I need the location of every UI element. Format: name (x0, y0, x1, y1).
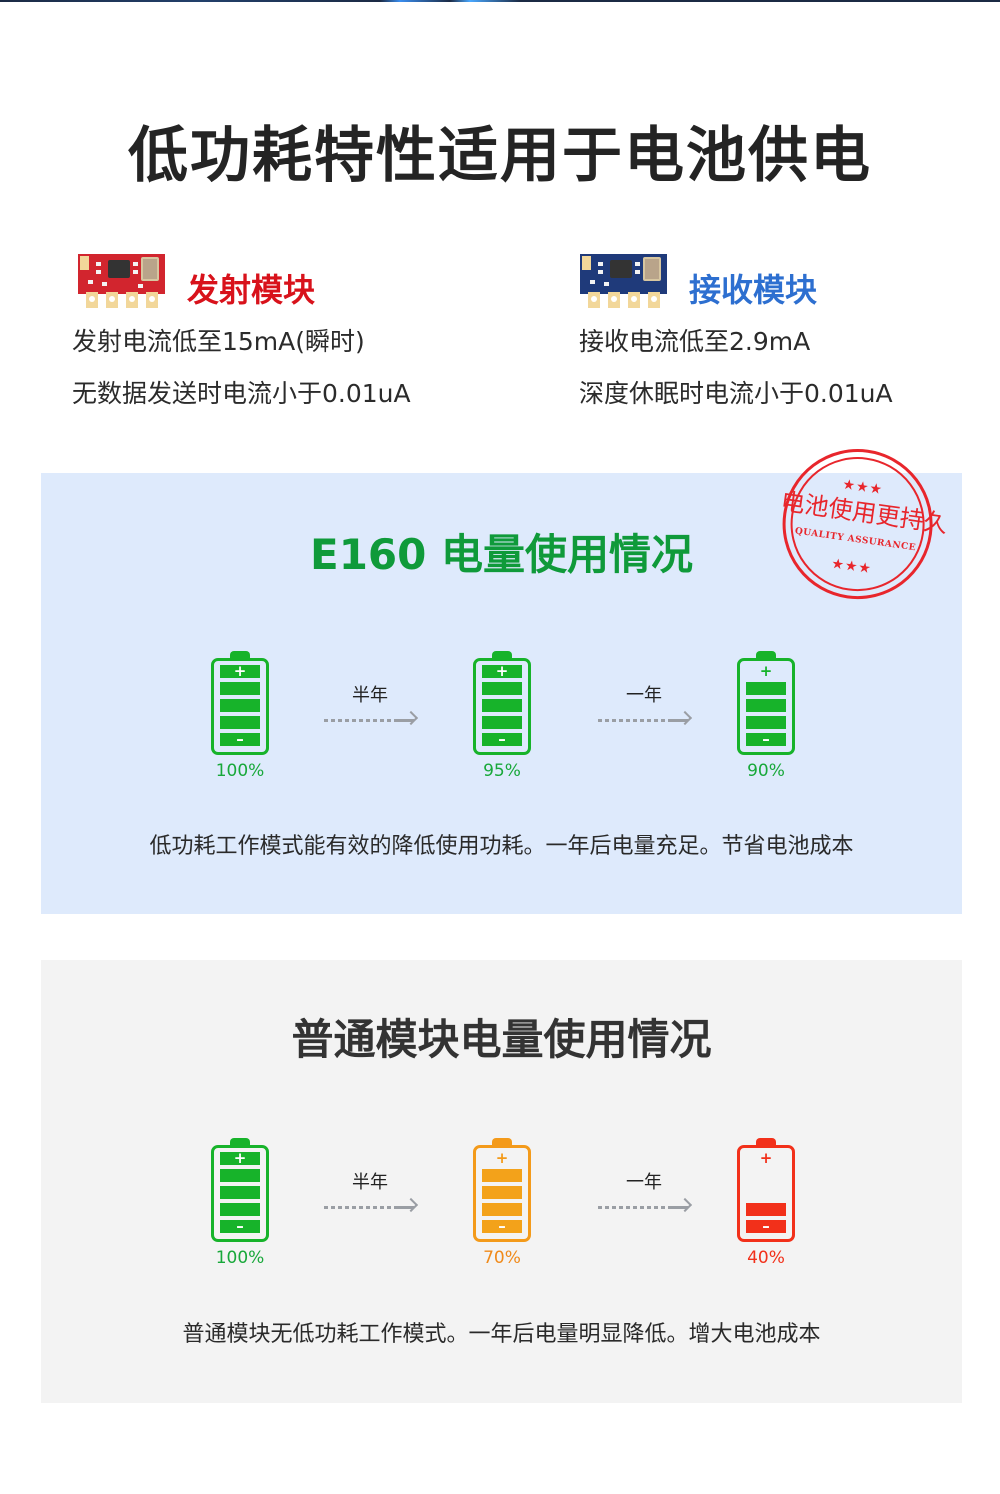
arrow-label: 半年 (352, 685, 388, 706)
receiver-label: 接收模块 (689, 271, 818, 309)
battery-plus-icon: + (759, 1149, 773, 1167)
time-arrow: 半年 (324, 1172, 424, 1222)
transmitter-spec-idle: 无数据发送时电流小于0.01uA (72, 379, 411, 408)
top-accent-bar (0, 0, 1000, 2)
e160-panel-title: E160 电量使用情况 (310, 530, 693, 579)
battery-minus-icon: – (482, 1219, 522, 1234)
normal-panel-title: 普通模块电量使用情况 (291, 1015, 712, 1064)
time-arrow: 一年 (598, 685, 698, 735)
battery-plus-icon: + (495, 1149, 509, 1167)
arrow-label: 一年 (626, 685, 662, 706)
battery-icon: + – 95% (473, 651, 531, 781)
time-arrow: 一年 (598, 1172, 698, 1222)
battery-plus-icon: + (220, 1151, 260, 1166)
battery-minus-icon: – (746, 1219, 786, 1234)
arrow-right-icon (677, 1197, 693, 1213)
receiver-spec-sleep: 深度休眠时电流小于0.01uA (579, 379, 893, 408)
arrow-label: 半年 (352, 1172, 388, 1193)
battery-minus-icon: – (746, 732, 786, 747)
e160-battery-panel: E160 电量使用情况 + – 100% 半年 + – 95% 一年 (41, 473, 962, 914)
battery-icon: + – 100% (211, 1138, 269, 1268)
battery-percent: 40% (747, 1248, 785, 1268)
battery-icon: + – 70% (473, 1138, 531, 1268)
arrow-right-icon (403, 710, 419, 726)
battery-percent: 95% (483, 761, 521, 781)
transmitter-spec-current: 发射电流低至15mA(瞬时) (72, 327, 365, 356)
receiver-module: 接收模块 接收电流低至2.9mA 深度休眠时电流小于0.01uA (579, 252, 893, 408)
battery-icon: + – 40% (737, 1138, 795, 1268)
pcb-module-blue-icon (580, 254, 667, 308)
arrow-right-icon (677, 710, 693, 726)
receiver-spec-current: 接收电流低至2.9mA (579, 327, 811, 356)
battery-percent: 100% (215, 761, 265, 781)
battery-percent: 90% (747, 761, 785, 781)
pcb-module-red-icon (78, 254, 165, 308)
battery-plus-icon: + (482, 664, 522, 679)
receiver-header: 接收模块 (580, 252, 818, 309)
battery-plus-icon: + (220, 664, 260, 679)
battery-icon: + – 90% (737, 651, 795, 781)
page-title: 低功耗特性适用于电池供电 (128, 121, 872, 191)
battery-minus-icon: – (482, 732, 522, 747)
arrow-right-icon (403, 1197, 419, 1213)
normal-caption: 普通模块无低功耗工作模式。一年后电量明显降低。增大电池成本 (182, 1322, 821, 1347)
transmitter-label: 发射模块 (187, 271, 316, 309)
battery-percent: 100% (215, 1248, 265, 1268)
battery-minus-icon: – (220, 1219, 260, 1234)
normal-battery-panel: 普通模块电量使用情况 + – 100% 半年 + – 70% 一年 (41, 960, 962, 1403)
transmitter-header: 发射模块 (78, 252, 316, 309)
battery-percent: 70% (483, 1248, 521, 1268)
battery-minus-icon: – (220, 732, 260, 747)
arrow-label: 一年 (626, 1172, 662, 1193)
time-arrow: 半年 (324, 685, 424, 735)
transmitter-module: 发射模块 发射电流低至15mA(瞬时) 无数据发送时电流小于0.01uA (72, 252, 411, 408)
quality-stamp: ★★★ 电池使用更持久 QUALITY ASSURANCE ★★★ (756, 436, 971, 651)
battery-plus-icon: + (759, 662, 773, 680)
battery-icon: + – 100% (211, 651, 269, 781)
e160-caption: 低功耗工作模式能有效的降低使用功耗。一年后电量充足。节省电池成本 (149, 834, 854, 859)
